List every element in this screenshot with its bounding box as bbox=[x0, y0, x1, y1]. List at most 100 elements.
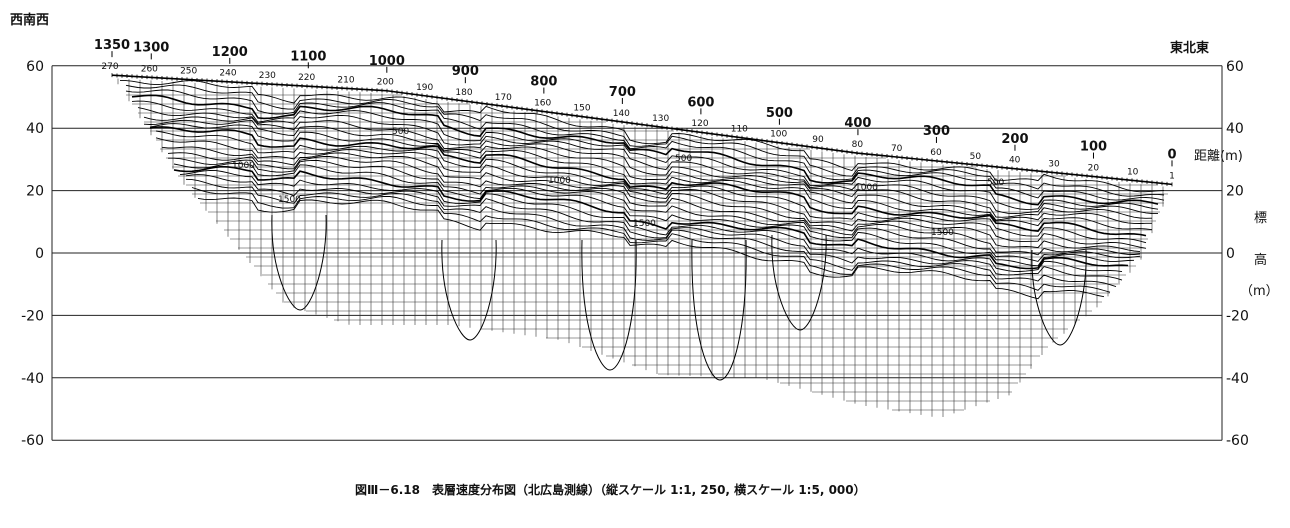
distance-label: 1100 bbox=[290, 49, 326, 64]
velocity-contour bbox=[143, 116, 1153, 219]
station-label: 110 bbox=[731, 124, 748, 134]
velocity-contour-lobe bbox=[441, 239, 497, 341]
velocity-grid bbox=[117, 78, 1168, 418]
velocity-contour bbox=[137, 107, 1159, 215]
y-tick-left: 40 bbox=[26, 121, 44, 137]
station-label: 210 bbox=[337, 75, 354, 85]
velocity-contour bbox=[149, 123, 1153, 231]
ground-surface-line bbox=[111, 74, 1173, 186]
station-label: 10 bbox=[1127, 167, 1139, 177]
distance-label: 400 bbox=[844, 116, 871, 131]
station-label: 240 bbox=[219, 69, 236, 79]
station-label: 160 bbox=[534, 98, 551, 108]
distance-label: 1000 bbox=[369, 54, 405, 69]
y-tick-right: -20 bbox=[1226, 308, 1249, 324]
station-label: 50 bbox=[970, 152, 982, 162]
station-label: 180 bbox=[455, 88, 472, 98]
distance-label: 100 bbox=[1080, 140, 1107, 155]
velocity-contour bbox=[155, 137, 1147, 249]
y-tick-right: 20 bbox=[1226, 184, 1244, 200]
velocity-contour-lobe bbox=[581, 239, 637, 371]
y-tick-right: -60 bbox=[1226, 433, 1249, 449]
station-label: 30 bbox=[1048, 160, 1060, 170]
velocity-contour-lobe bbox=[691, 239, 747, 381]
station-label: 200 bbox=[377, 78, 394, 88]
velocity-contour bbox=[161, 146, 1141, 253]
velocity-contour-lobe bbox=[1031, 249, 1087, 346]
velocity-contour bbox=[155, 130, 1147, 244]
station-label: 170 bbox=[495, 93, 512, 103]
distance-label: 200 bbox=[1001, 132, 1028, 147]
station-label: 260 bbox=[141, 64, 158, 74]
station-label: 270 bbox=[101, 62, 118, 72]
y-axis-label-char-3: （m） bbox=[1240, 284, 1279, 299]
distance-label: 800 bbox=[530, 75, 557, 90]
y-tick-left: 60 bbox=[26, 59, 44, 75]
velocity-contour bbox=[131, 100, 1159, 210]
velocity-contour bbox=[179, 169, 1123, 273]
y-tick-left: -60 bbox=[21, 433, 44, 449]
contour-value-label: 1500 bbox=[278, 195, 301, 205]
contour-value-label: 1000 bbox=[232, 161, 255, 171]
contour-value-label: 500 bbox=[987, 178, 1004, 188]
contour-value-label: 1500 bbox=[931, 228, 954, 238]
velocity-contour bbox=[185, 174, 1123, 281]
y-tick-left: -20 bbox=[21, 308, 44, 324]
distance-label: 300 bbox=[923, 124, 950, 139]
station-label: 140 bbox=[613, 109, 630, 119]
velocity-contour bbox=[173, 162, 1135, 267]
station-label: 230 bbox=[259, 71, 276, 81]
distance-label: 1200 bbox=[212, 45, 248, 60]
velocity-contour bbox=[191, 187, 1111, 293]
contour-value-label: 1000 bbox=[548, 176, 571, 186]
contour-value-label: 500 bbox=[675, 154, 692, 164]
y-tick-right: -40 bbox=[1226, 371, 1249, 387]
station-label: 120 bbox=[691, 119, 708, 129]
velocity-contour bbox=[168, 157, 1141, 262]
station-label: 130 bbox=[652, 114, 669, 124]
y-tick-right: 0 bbox=[1226, 246, 1235, 262]
velocity-contour-lobe bbox=[771, 234, 827, 331]
y-tick-left: -40 bbox=[21, 371, 44, 387]
contour-value-label: 1500 bbox=[633, 219, 656, 229]
y-tick-left: 20 bbox=[26, 184, 44, 200]
distance-label: 600 bbox=[687, 95, 714, 110]
velocity-contour bbox=[185, 178, 1117, 288]
station-label: 20 bbox=[1088, 164, 1100, 174]
velocity-contour bbox=[149, 126, 1147, 237]
direction-left-label: 西南西 bbox=[10, 12, 49, 28]
contour-value-label: 1000 bbox=[855, 183, 878, 193]
velocity-contours bbox=[120, 80, 1165, 381]
distance-label: 0 bbox=[1167, 147, 1176, 162]
station-label: 80 bbox=[852, 140, 864, 150]
station-label: 250 bbox=[180, 67, 197, 77]
distance-label: 1300 bbox=[133, 40, 169, 55]
velocity-contour bbox=[131, 94, 1159, 206]
velocity-contour bbox=[173, 165, 1129, 270]
velocity-contour bbox=[197, 197, 1105, 300]
direction-right-label: 東北東 bbox=[1170, 40, 1209, 56]
station-label: 60 bbox=[930, 148, 942, 158]
station-label: 1 bbox=[1169, 171, 1175, 181]
y-tick-right: 40 bbox=[1226, 121, 1244, 137]
station-label: 150 bbox=[573, 104, 590, 114]
distance-label: 700 bbox=[609, 85, 636, 100]
distance-label: 900 bbox=[452, 64, 479, 79]
figure-caption: 図Ⅲ－6.18 表層速度分布図（北広島測線）（縦スケール 1:1, 250, 横… bbox=[355, 482, 866, 497]
station-label: 190 bbox=[416, 83, 433, 93]
station-label: 220 bbox=[298, 73, 315, 83]
velocity-contour bbox=[120, 80, 1165, 193]
velocity-contour bbox=[125, 89, 1165, 201]
y-tick-left: 0 bbox=[35, 246, 44, 262]
right-axis-distance-label: 距離(m) bbox=[1194, 149, 1243, 164]
velocity-contour bbox=[125, 84, 1165, 197]
station-label: 40 bbox=[1009, 156, 1021, 166]
station-label: 100 bbox=[770, 130, 787, 140]
distance-label: 500 bbox=[766, 106, 793, 121]
velocity-contour bbox=[143, 119, 1152, 224]
elevation-reference-lines bbox=[51, 65, 1223, 441]
